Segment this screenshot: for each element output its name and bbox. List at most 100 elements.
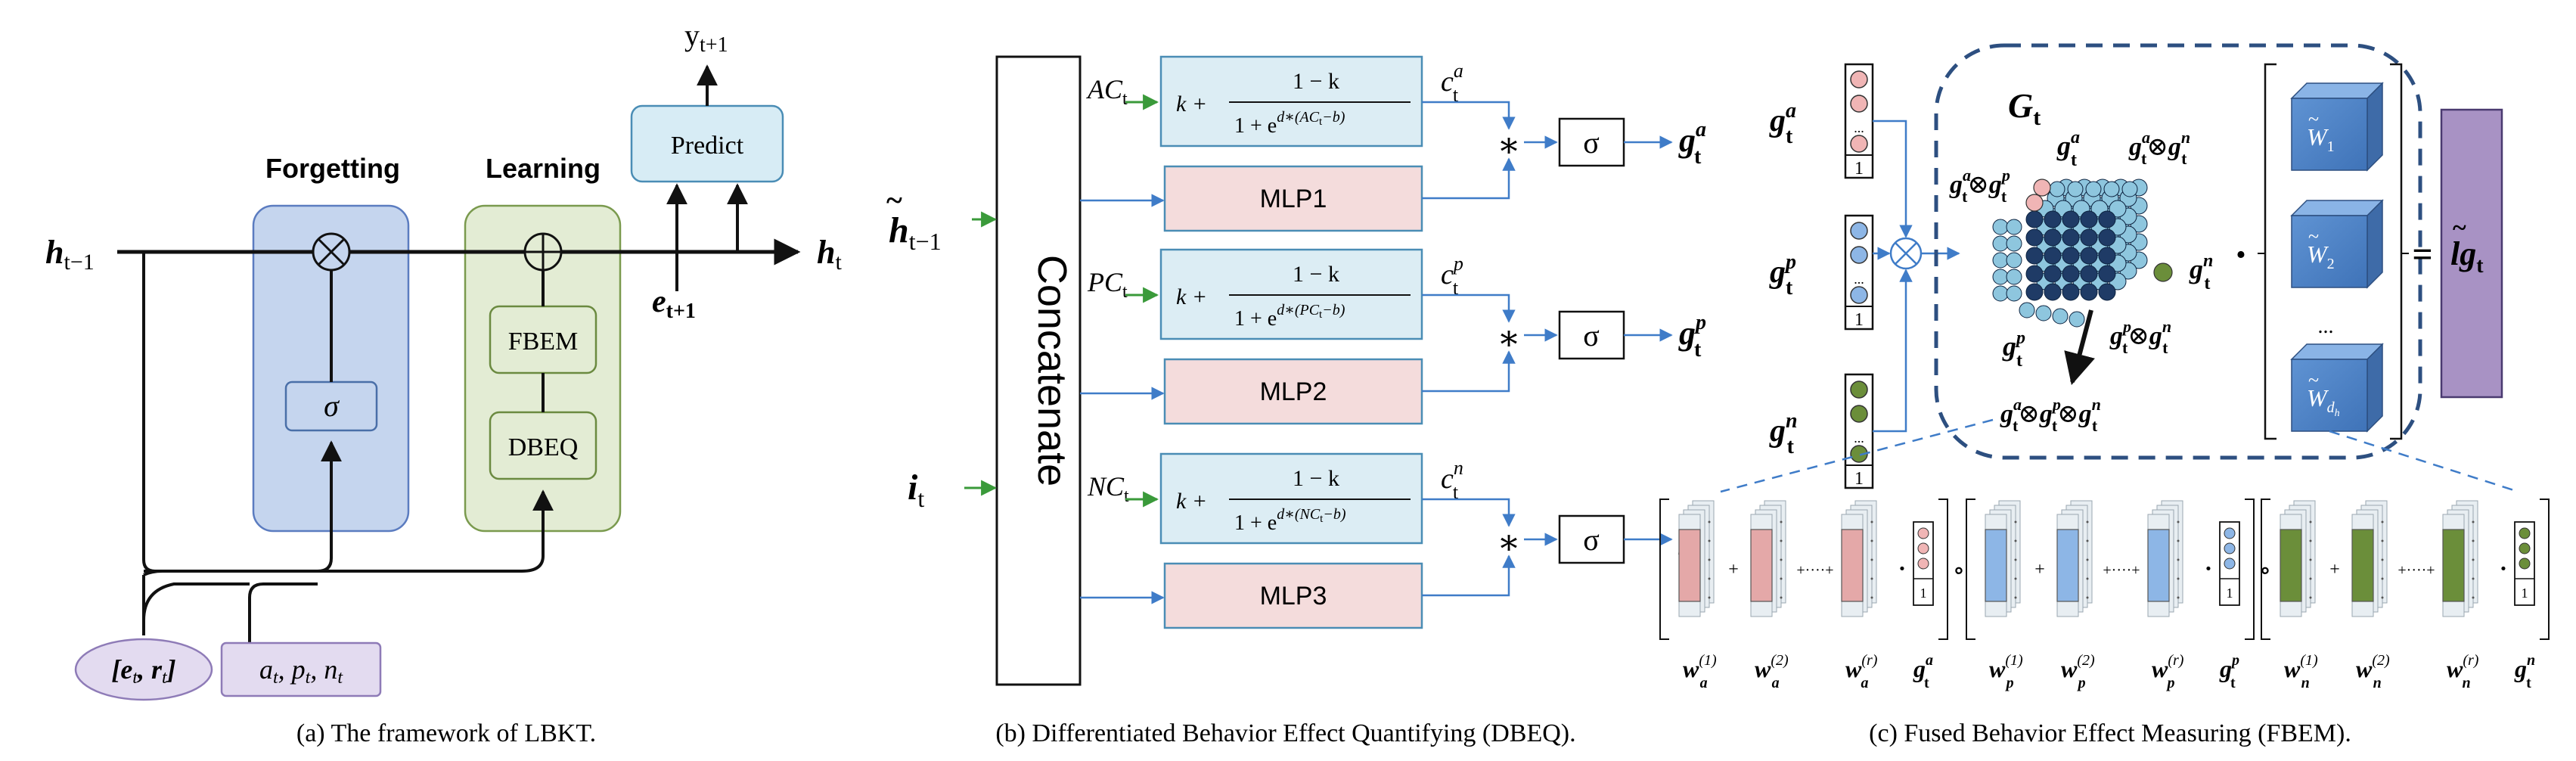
row-input-label: NCt (1087, 471, 1129, 506)
tensor-node (2025, 265, 2044, 283)
vector-bias-one: 1 (1854, 310, 1864, 330)
lowrank-weight-label: w(2)a (1755, 652, 1789, 691)
tensor-node (2044, 228, 2062, 247)
tensor-node (2098, 283, 2116, 301)
svg-text:~: ~ (2308, 369, 2319, 391)
weight-cube-2: W2~ (2290, 199, 2384, 289)
formula-numerator: 1 − k (1293, 69, 1339, 94)
lg-vector (2440, 108, 2503, 399)
predict-label: Predict (671, 132, 744, 160)
concatenate-box (995, 55, 1082, 686)
vector-bias-one: 1 (1854, 469, 1864, 489)
input-er-label: [et, rt] (111, 654, 175, 688)
concatenate-label: Concatenate (1029, 255, 1075, 486)
tensor-node (2062, 210, 2080, 228)
tensor-node (2062, 247, 2080, 265)
dot-operator: · (2234, 231, 2249, 278)
multiply-star: ∗ (1497, 126, 1520, 164)
tensor-node (2044, 283, 2062, 301)
tensor-node (2080, 228, 2098, 247)
tensor-node (2080, 283, 2098, 301)
h-t-label: ht (817, 234, 842, 275)
svg-text:·: · (2205, 554, 2213, 582)
caption-b: (b) Differentiated Behavior Effect Quant… (995, 719, 1575, 747)
plus-op: + (2034, 560, 2045, 579)
formula-numerator: 1 − k (1293, 466, 1339, 491)
ellipsis-plus-op: +····+ (1796, 562, 1833, 579)
vector-node (1850, 246, 1868, 264)
sigma-activation: σ (1583, 523, 1600, 557)
i-t-label: it (908, 467, 924, 512)
vector-node (1850, 380, 1868, 399)
weight-cube-3: Wdh~ (2290, 343, 2384, 433)
tensor-node (2062, 265, 2080, 283)
caption-a: (a) The framework of LBKT. (296, 719, 596, 747)
dbeq-label: DBEQ (508, 433, 579, 461)
tensor-node (2025, 210, 2044, 228)
panel-a: Forgetting Learning σ FBEM DBEQ Predict (45, 18, 842, 747)
vector-node (1850, 405, 1868, 423)
formula-k: k + (1176, 489, 1207, 514)
sigma-activation: σ (1583, 318, 1600, 353)
row-input-label: PCt (1087, 267, 1128, 302)
svg-text:1: 1 (2522, 586, 2528, 601)
lowrank-weight-label: w(2)n (2356, 652, 2390, 691)
formula-numerator: 1 − k (1293, 262, 1339, 287)
equals-operator: = (2412, 235, 2432, 275)
tensor-node (2098, 247, 2116, 265)
mlp-label: MLP2 (1260, 377, 1327, 406)
formula-denominator: 1 + ed∗(PCt−b) (1234, 302, 1345, 331)
formula-denominator: 1 + ed∗(ACt−b) (1234, 109, 1345, 138)
lowrank-weight-label: w(r)n (2447, 652, 2479, 691)
tensor-node (2098, 210, 2116, 228)
tensor-node (2044, 247, 2062, 265)
vector-dots: ... (1854, 430, 1864, 446)
mlp-box (1163, 165, 1423, 232)
tensor-node (2062, 283, 2080, 301)
tensor-node (2109, 200, 2127, 218)
tensor-node (2098, 265, 2116, 283)
svg-text:·: · (2500, 554, 2508, 582)
input-apn-box (220, 641, 382, 697)
tensor-node (2080, 247, 2098, 265)
hadamard-circle: ∘ (1953, 557, 1966, 585)
tensor-node (2098, 228, 2116, 247)
weight-cube-1: W1~ (2290, 82, 2384, 172)
sigma-activation-box (1558, 514, 1625, 564)
row-input-label: ACt (1086, 74, 1128, 109)
weight-label: W1 (2307, 123, 2335, 155)
mlp-box (1163, 562, 1423, 629)
tensor-region (1934, 43, 2422, 460)
h-tilde-label: ht−1 (889, 210, 942, 255)
plus-op: + (2329, 560, 2340, 579)
G-t-label: Gt (2008, 86, 2041, 130)
sigma-activation-box (1558, 310, 1625, 360)
lg-label: lgt (2450, 235, 2484, 278)
ellipsis-plus-op: +····+ (2103, 562, 2140, 579)
tensor-node (2025, 228, 2044, 247)
svg-text:~: ~ (2453, 214, 2466, 242)
lowrank-weight-label: w(r)p (2152, 652, 2184, 691)
learning-label: Learning (486, 153, 601, 184)
vector-node (1850, 95, 1868, 113)
tensor-node (2025, 247, 2044, 265)
